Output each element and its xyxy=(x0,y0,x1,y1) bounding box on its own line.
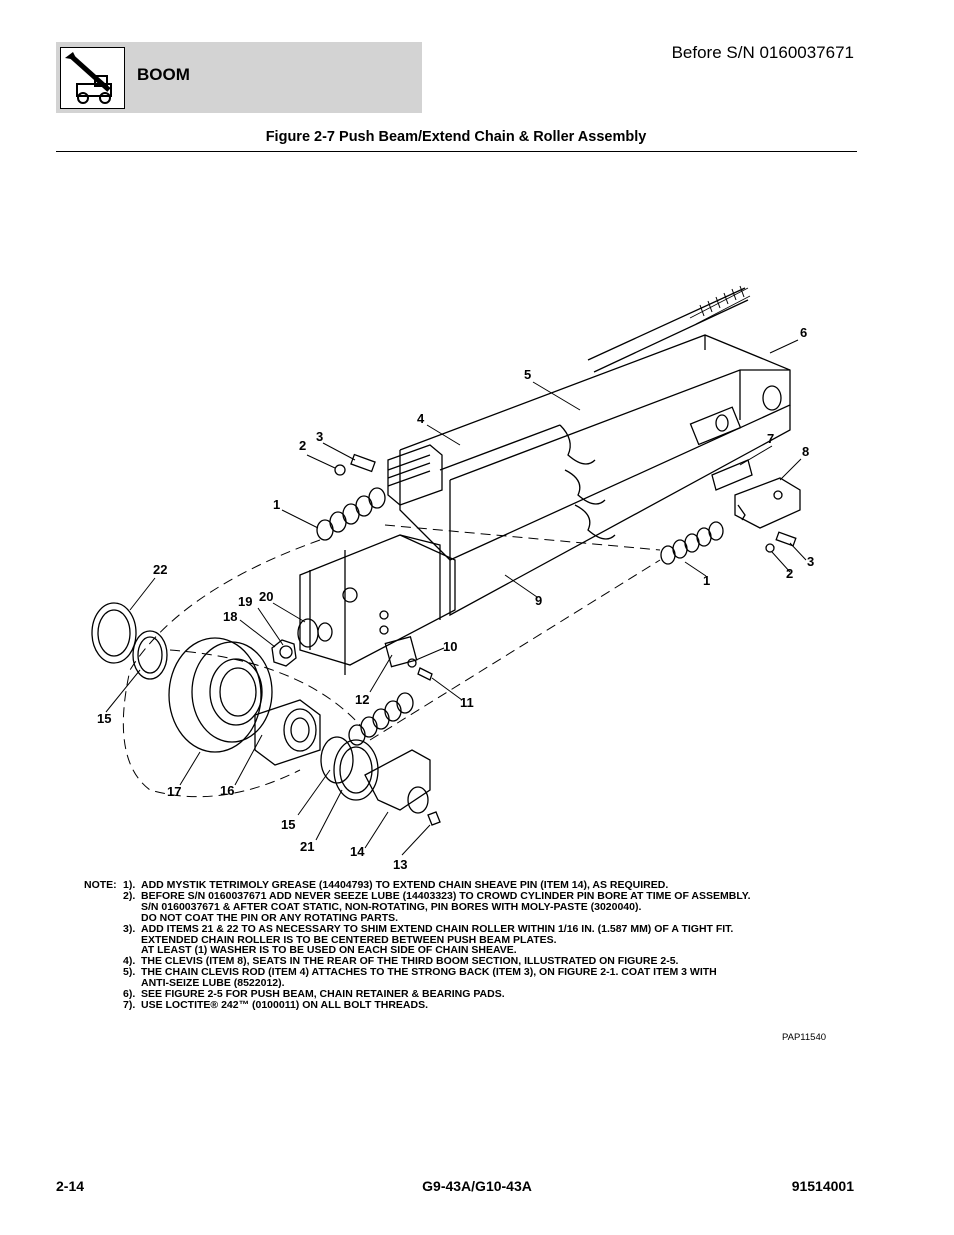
note-item: 2). BEFORE S/N 0160037671 ADD NEVER SEEZ… xyxy=(84,891,751,924)
note-number: 2). xyxy=(123,889,136,902)
note-number: 6). xyxy=(123,988,136,1001)
note-item: 7). USE LOCTITE® 242™ (0100011) ON ALL B… xyxy=(84,1000,751,1011)
note-number: 4). xyxy=(123,955,136,968)
note-line: ANTI-SEIZE LUBE (8522012). xyxy=(141,977,285,990)
note-line: ADD ITEMS 21 & 22 TO AS NECESSARY TO SHI… xyxy=(141,922,734,935)
note-number: 3). xyxy=(123,922,136,935)
note-line: THE CHAIN CLEVIS ROD (ITEM 4) ATTACHES T… xyxy=(141,966,717,979)
callout-6: 6 xyxy=(800,325,807,340)
callout-11: 11 xyxy=(460,695,474,710)
header-divider xyxy=(56,151,857,152)
callout-21: 21 xyxy=(300,839,314,854)
callout-1: 1 xyxy=(273,497,280,512)
callout-22: 22 xyxy=(153,562,167,577)
callout-12: 12 xyxy=(355,692,369,707)
callout-15-left: 15 xyxy=(97,711,111,726)
note-item: 6). SEE FIGURE 2-5 FOR PUSH BEAM, CHAIN … xyxy=(84,989,751,1000)
callout-8: 8 xyxy=(802,444,809,459)
callout-20: 20 xyxy=(259,589,273,604)
note-item: 4). THE CLEVIS (ITEM 8), SEATS IN THE RE… xyxy=(84,956,751,967)
note-line: ADD MYSTIK TETRIMOLY GREASE (14404793) T… xyxy=(141,879,669,891)
callout-14: 14 xyxy=(350,844,365,859)
note-number: 7). xyxy=(123,998,136,1011)
note-item: 5). THE CHAIN CLEVIS ROD (ITEM 4) ATTACH… xyxy=(84,967,751,989)
note-line: S/N 0160037671 & AFTER COAT STATIC, NON-… xyxy=(141,900,642,913)
figure-title: Figure 2-7 Push Beam/Extend Chain & Roll… xyxy=(265,129,647,145)
callout-9: 9 xyxy=(535,593,542,608)
callout-7: 7 xyxy=(767,431,774,446)
callout-13: 13 xyxy=(393,857,407,872)
note-lead: NOTE: xyxy=(84,879,117,891)
telehandler-icon xyxy=(60,47,125,109)
callout-4: 4 xyxy=(417,411,425,426)
callout-3: 3 xyxy=(316,429,323,444)
callout-3-right: 3 xyxy=(807,554,814,569)
callout-19: 19 xyxy=(238,594,252,609)
note-line: AT LEAST (1) WASHER IS TO BE USED ON EAC… xyxy=(141,944,517,957)
callout-16: 16 xyxy=(220,783,234,798)
drawing-id: PAP11540 xyxy=(782,1032,827,1043)
assembly-notes: NOTE: 1). ADD MYSTIK TETRIMOLY GREASE (1… xyxy=(84,880,751,1011)
callout-15-lower: 15 xyxy=(281,817,295,832)
note-line: EXTENDED CHAIN ROLLER IS TO BE CENTERED … xyxy=(141,933,557,946)
note-line: DO NOT COAT THE PIN OR ANY ROTATING PART… xyxy=(141,911,399,924)
callout-1-right: 1 xyxy=(703,573,710,588)
note-item: NOTE: 1). ADD MYSTIK TETRIMOLY GREASE (1… xyxy=(84,880,751,891)
serial-note: Before S/N 0160037671 xyxy=(671,43,854,62)
callout-10: 10 xyxy=(443,639,457,654)
callout-18: 18 xyxy=(223,609,237,624)
note-number: 5). xyxy=(123,966,136,979)
note-line: USE LOCTITE® 242™ (0100011) ON ALL BOLT … xyxy=(141,998,429,1011)
page-number: 2-14 xyxy=(56,1178,85,1194)
callout-17: 17 xyxy=(167,784,181,799)
note-line: SEE FIGURE 2-5 FOR PUSH BEAM, CHAIN RETA… xyxy=(141,988,505,1001)
note-item: 3). ADD ITEMS 21 & 22 TO AS NECESSARY TO… xyxy=(84,922,751,957)
callout-2: 2 xyxy=(299,438,306,453)
callout-2-right: 2 xyxy=(786,566,793,581)
note-line: THE CLEVIS (ITEM 8), SEATS IN THE REAR O… xyxy=(141,955,679,968)
model-number: G9-43A/G10-43A xyxy=(422,1178,532,1194)
note-line: BEFORE S/N 0160037671 ADD NEVER SEEZE LU… xyxy=(141,889,751,902)
callout-5: 5 xyxy=(524,367,531,382)
note-number: 1). xyxy=(123,879,136,891)
section-title: BOOM xyxy=(137,65,190,84)
document-number: 91514001 xyxy=(791,1178,854,1194)
